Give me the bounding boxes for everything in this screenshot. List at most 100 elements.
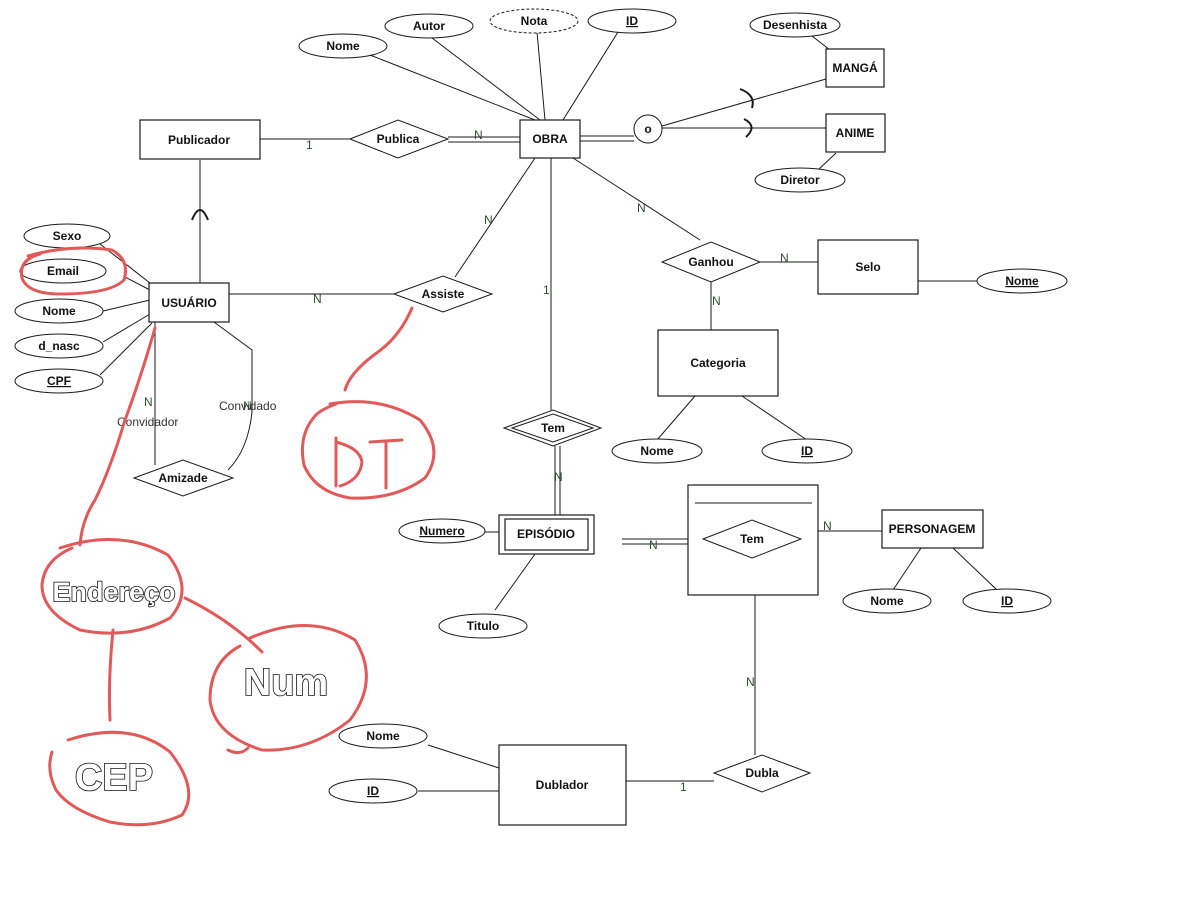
attribute-episodio-numero[interactable]: Numero [398, 518, 486, 544]
attribute-personagem-nome[interactable]: Nome [842, 588, 932, 614]
entity-manga[interactable]: MANGÁ [825, 48, 885, 88]
attribute-label: Nome [870, 594, 904, 608]
attribute-usuario-d-nasc[interactable]: d_nasc [14, 333, 104, 359]
attribute-obra-id[interactable]: ID [587, 8, 677, 34]
cardinality-amizade-left: N [144, 395, 153, 409]
relationship-label: Assiste [422, 287, 465, 301]
role-labels: Convidador Convidado [117, 399, 277, 429]
attribute-label: Nome [640, 444, 674, 458]
entity-label: Categoria [690, 356, 746, 370]
red-annotations [19, 246, 436, 827]
cardinality-publicador-publica: 1 [306, 138, 313, 152]
cardinality-obra-ganhou: N [637, 201, 646, 215]
cardinality-tem-personagem: N [823, 519, 832, 533]
annotation-endereco: Endereço [52, 577, 175, 607]
attribute-categoria-id[interactable]: ID [761, 438, 853, 464]
entity-selo[interactable]: Selo [817, 239, 919, 295]
attribute-label: Nome [366, 729, 400, 743]
attribute-usuario-cpf[interactable]: CPF [14, 368, 104, 394]
attribute-usuario-sexo[interactable]: Sexo [23, 223, 111, 249]
cardinality-obra-assiste: N [484, 213, 493, 227]
specialization-circle: o [633, 114, 663, 144]
entity-dublador[interactable]: Dublador [498, 744, 627, 826]
entity-obra[interactable]: OBRA [519, 119, 581, 159]
attribute-label: Desenhista [763, 18, 827, 32]
entity-label: OBRA [532, 132, 568, 146]
cardinality-labels: 1 N N N N N N 1 N N N N 1 N N [144, 128, 832, 794]
attribute-label: Nome [42, 304, 76, 318]
relationship-label: Tem [740, 532, 764, 546]
annotation-num: Num [244, 662, 328, 704]
entity-label: Selo [855, 260, 880, 274]
entity-anime[interactable]: ANIME [825, 113, 886, 153]
relationship-tem-obra-episodio[interactable]: Tem [502, 409, 603, 447]
entity-label: PERSONAGEM [889, 522, 976, 536]
attribute-usuario-email[interactable]: Email [19, 258, 107, 284]
attribute-categoria-nome[interactable]: Nome [611, 438, 703, 464]
attribute-obra-nome[interactable]: Nome [298, 33, 388, 59]
attribute-label: Titulo [467, 619, 499, 633]
entity-publicador[interactable]: Publicador [139, 119, 261, 160]
attribute-label: ID [367, 784, 379, 798]
cardinality-ganhou-selo: N [780, 251, 789, 265]
attribute-dublador-nome[interactable]: Nome [338, 723, 428, 749]
relationship-label: Publica [377, 132, 420, 146]
relationship-tem-episodio-personagem[interactable]: Tem [701, 519, 803, 559]
cardinality-amizade-right: N [243, 399, 252, 413]
attribute-label: ID [801, 444, 813, 458]
attribute-label: Numero [419, 524, 464, 538]
attribute-label: Email [47, 264, 79, 278]
attribute-selo-nome[interactable]: Nome [976, 268, 1068, 294]
relationship-label: Dubla [745, 766, 779, 780]
entity-label: Publicador [168, 133, 230, 147]
specialization-symbol: o [644, 122, 651, 136]
relationship-assiste[interactable]: Assiste [392, 275, 494, 313]
entity-usuario[interactable]: USUÁRIO [148, 282, 230, 323]
attribute-label: d_nasc [38, 339, 80, 353]
attribute-usuario-nome[interactable]: Nome [14, 298, 104, 324]
attribute-label: ID [626, 14, 638, 28]
cardinality-ganhou-categoria: N [712, 294, 721, 308]
entity-episodio[interactable]: EPISÓDIO [498, 514, 595, 555]
relationship-publica[interactable]: Publica [348, 119, 450, 159]
attribute-episodio-titulo[interactable]: Titulo [438, 613, 528, 639]
relationship-label: Ganhou [688, 255, 733, 269]
attribute-label: ID [1001, 594, 1013, 608]
role-convidado: Convidado [219, 399, 277, 413]
entity-label: USUÁRIO [161, 295, 216, 310]
annotation-cep: CEP [75, 757, 153, 799]
relationship-amizade[interactable]: Amizade [132, 459, 235, 497]
attribute-anime-diretor[interactable]: Diretor [754, 167, 846, 193]
attribute-label: Nota [521, 14, 548, 28]
relationship-dubla[interactable]: Dubla [712, 754, 812, 793]
entity-label: Dublador [536, 778, 589, 792]
attribute-label: CPF [47, 374, 71, 388]
handwritten-labels: Endereço Num CEP DT [52, 576, 329, 800]
attribute-manga-desenhista[interactable]: Desenhista [749, 12, 841, 38]
attribute-label: Sexo [53, 229, 82, 243]
attribute-dublador-id[interactable]: ID [328, 778, 418, 804]
entity-personagem[interactable]: PERSONAGEM [881, 509, 984, 549]
cardinality-tem-dubla: N [746, 675, 755, 689]
entity-label: EPISÓDIO [517, 526, 575, 541]
relationship-label: Amizade [158, 471, 208, 485]
cardinality-obra-tem: 1 [543, 283, 550, 297]
relationship-ganhou[interactable]: Ganhou [660, 241, 762, 283]
cardinality-episodio-tem: N [649, 538, 658, 552]
entity-label: ANIME [836, 126, 875, 140]
cardinality-usuario-assiste: N [313, 292, 322, 306]
cardinality-tem-episodio: N [554, 470, 563, 484]
attributes-obra: Nome Autor Nota ID [298, 8, 677, 59]
cardinality-publica-obra: N [474, 128, 483, 142]
attribute-obra-autor[interactable]: Autor [384, 13, 474, 39]
attribute-label: Nome [1005, 274, 1039, 288]
entity-label: MANGÁ [832, 60, 878, 75]
attribute-obra-nota[interactable]: Nota [489, 8, 579, 34]
cardinality-dublador-dubla: 1 [680, 780, 687, 794]
relationship-label: Tem [541, 421, 565, 435]
attributes-usuario: Sexo Email Nome d_nasc CPF [14, 223, 111, 394]
attribute-personagem-id[interactable]: ID [962, 588, 1052, 614]
role-convidador: Convidador [117, 415, 178, 429]
entity-categoria[interactable]: Categoria [657, 329, 779, 397]
